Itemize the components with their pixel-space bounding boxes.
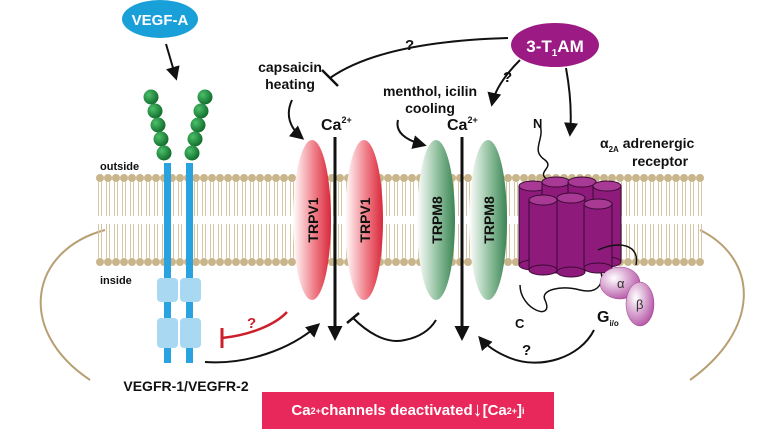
ca-label-right: Ca2+	[447, 115, 478, 134]
t1am-arrow-trpm8	[487, 59, 521, 107]
inside-label: inside	[100, 275, 132, 287]
t1am-label: 3-T1AM	[526, 37, 584, 59]
q-trpm8: ?	[503, 69, 512, 86]
cell-outline	[39, 229, 745, 381]
banner-ca-sup: 2+	[310, 405, 321, 416]
ca-label-left: Ca2+	[321, 115, 352, 134]
ig-domain-ball	[150, 117, 166, 133]
banner-bracket-close: ]	[517, 402, 523, 419]
q-gprotein: ?	[522, 342, 531, 359]
cooling-label: cooling	[405, 100, 455, 116]
vegfr-ig-domains	[143, 89, 213, 161]
banner-ca: Ca	[291, 402, 311, 419]
t1am-inhibit-trpv1	[329, 37, 509, 79]
menthol-arrow	[396, 119, 427, 149]
outside-label: outside	[100, 161, 139, 173]
alpha2a-label: α2A adrenergic	[600, 135, 695, 154]
n-term-label: N	[533, 116, 542, 131]
t1am-ligand	[511, 23, 599, 67]
ig-domain-ball	[143, 89, 159, 105]
g-alpha-label: α	[617, 276, 625, 291]
down-arrow-icon: ↓	[472, 399, 483, 421]
ig-domain-ball	[153, 131, 169, 147]
q-vegfr: ?	[247, 315, 256, 332]
inhibit-bar-v1m8	[346, 312, 360, 324]
vegfr-arrow-trpv1	[204, 323, 321, 364]
menthol-label: menthol, icilin	[383, 83, 477, 99]
banner-bracket-sup: 2+	[506, 405, 518, 416]
vegfa-ligand	[122, 0, 198, 38]
t1am-arrow-gpcr	[564, 67, 578, 137]
g-beta	[625, 281, 655, 327]
trpv1-left	[293, 140, 331, 300]
banner-middle: channels deactivated	[320, 402, 473, 419]
g-beta-label: β	[636, 297, 643, 312]
alpha2a-receptor	[518, 124, 638, 313]
heating-label: heating	[265, 76, 315, 92]
inhibit-trpv1-trpm8	[352, 317, 437, 342]
capsaicin-label: capsaicin	[258, 59, 322, 75]
vegfr-receptor	[143, 89, 213, 363]
trpm8-label-left: TRPM8	[429, 196, 445, 244]
c-term-label: C	[515, 316, 525, 331]
vegfr-label: VEGFR-1/VEGFR-2	[123, 378, 248, 394]
vegfa-label: VEGF-A	[132, 12, 189, 29]
trpm8-left	[417, 140, 455, 300]
banner-bracket: [Ca	[482, 402, 507, 419]
ig-domain-ball	[184, 145, 200, 161]
capsaicin-arrow	[287, 99, 305, 140]
ig-domain-ball	[147, 103, 163, 119]
trpv1-label-right: TRPV1	[357, 197, 373, 242]
ig-domain-ball	[197, 89, 213, 105]
t1am-inhibit-bar	[321, 69, 339, 87]
vegfr-inhibit-trpv1	[221, 311, 288, 340]
trpv1-right	[345, 140, 383, 300]
q-trpv1: ?	[405, 37, 414, 54]
ig-domain-ball	[156, 145, 172, 161]
receptor-label: receptor	[632, 153, 689, 169]
ig-domain-ball	[190, 117, 206, 133]
vegfa-arrow	[165, 43, 180, 81]
trpv1-label-left: TRPV1	[305, 197, 321, 242]
trpm8-right	[469, 140, 507, 300]
g-protein-label: Gi/o	[597, 309, 619, 328]
banner-sub: i	[522, 405, 525, 416]
trpm8-label-right: TRPM8	[481, 196, 497, 244]
ig-domain-ball	[193, 103, 209, 119]
ig-domain-ball	[187, 131, 203, 147]
gprotein-arrow-trpm8	[478, 329, 595, 364]
